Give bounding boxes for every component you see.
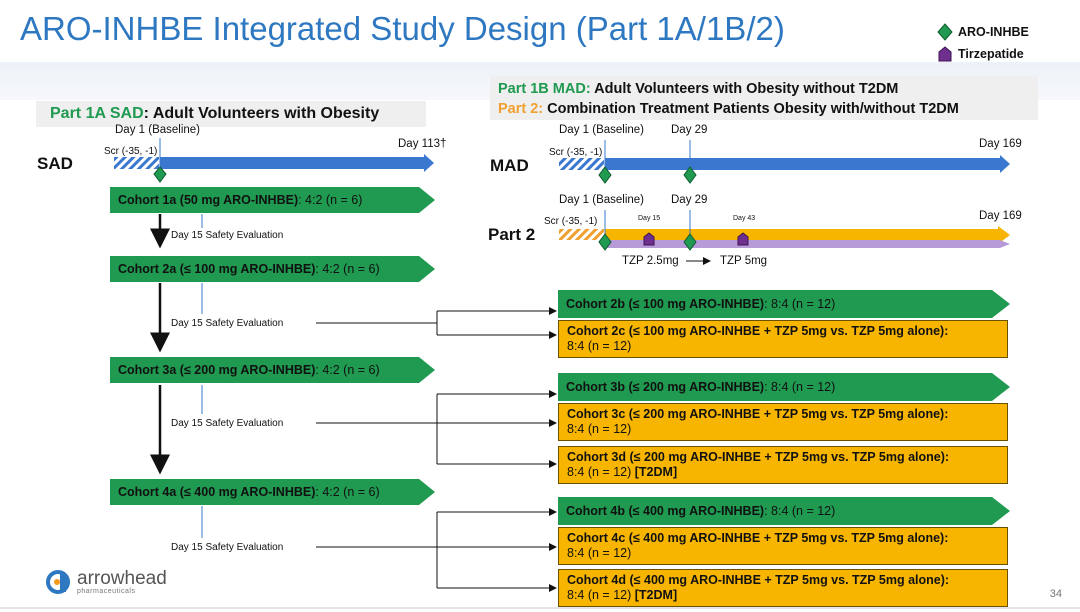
part2-dose-diamond-day29	[683, 233, 697, 251]
part1b-header: Part 1B MAD: Adult Volunteers with Obesi…	[490, 76, 1038, 120]
part2-header-prefix: Part 2:	[498, 101, 544, 117]
arrowhead-logo: arrowhead pharmaceuticals	[46, 569, 167, 595]
sad-arm-label: SAD	[37, 154, 73, 173]
cohort-2a: Cohort 2a (≤ 100 mg ARO-INHBE): 4:2 (n =…	[110, 256, 435, 282]
part2-day1-label: Day 1 (Baseline)	[559, 194, 645, 206]
sad-day1-label: Day 1 (Baseline)	[115, 124, 201, 136]
part2-day43-label: Day 43	[733, 215, 756, 222]
safety-eval-2: Day 15 Safety Evaluation	[171, 318, 284, 329]
legend-label-tirzepatide: Tirzepatide	[958, 47, 1024, 61]
mad-timeline-bar	[605, 155, 1010, 173]
part2-timeline-bar-orange	[605, 226, 1010, 244]
tzp-maintenance-dose-label: TZP 5mg	[720, 255, 768, 267]
mad-day169-label: Day 169	[979, 138, 1022, 150]
part2-day169-label: Day 169	[979, 210, 1022, 222]
part2-timeline-bar-purple	[605, 240, 1010, 248]
sad-day-end-label: Day 113†	[398, 138, 447, 150]
part2-tzp-marker-day43	[737, 232, 749, 246]
slide-title: ARO-INHBE Integrated Study Design (Part …	[20, 10, 785, 47]
part2-day15-label: Day 15	[638, 215, 661, 222]
page-number: 34	[1049, 588, 1062, 600]
sad-timeline-bar	[160, 154, 434, 172]
part2-day29-label: Day 29	[671, 194, 708, 206]
part1b-header-prefix: Part 1B MAD:	[498, 81, 591, 97]
mad-day29-label: Day 29	[671, 124, 708, 136]
mad-dose-diamond-day29	[683, 166, 697, 184]
logo-sub: pharmaceuticals	[77, 588, 136, 595]
part1a-header-rest: : Adult Volunteers with Obesity	[143, 105, 380, 122]
mad-arm-label: MAD	[490, 156, 529, 175]
part2-tzp-marker-day15	[643, 232, 655, 246]
green-diamond-icon	[937, 23, 953, 41]
sad-dose-diamond	[153, 166, 167, 183]
mad-day1-label: Day 1 (Baseline)	[559, 124, 645, 136]
arrowhead-logo-icon	[46, 570, 70, 594]
part1a-header: Part 1A SAD: Adult Volunteers with Obesi…	[36, 101, 426, 127]
cohort-1a: Cohort 1a (50 mg ARO-INHBE): 4:2 (n = 6)	[110, 187, 435, 213]
mad-screening-label: Scr (-35, -1)	[549, 147, 603, 158]
sad-screening-label: Scr (-35, -1)	[104, 146, 158, 157]
legend: ARO-INHBE Tirzepatide	[937, 22, 1029, 64]
part1b-header-rest: Adult Volunteers with Obesity without T2…	[590, 81, 899, 97]
cohort-3d: Cohort 3d (≤ 200 mg ARO-INHBE + TZP 5mg …	[558, 446, 1008, 484]
safety-eval-3: Day 15 Safety Evaluation	[171, 418, 284, 429]
part2-screening-label: Scr (-35, -1)	[544, 216, 598, 227]
part2-header-rest: Combination Treatment Patients Obesity w…	[543, 101, 959, 117]
part2-arm-label: Part 2	[488, 225, 536, 244]
cohort-4d: Cohort 4d (≤ 400 mg ARO-INHBE + TZP 5mg …	[558, 569, 1008, 607]
part1a-header-prefix: Part 1A SAD	[50, 105, 144, 122]
mad-dose-diamond-day1	[598, 166, 612, 184]
mad-screening-bar	[559, 158, 604, 170]
logo-name: arrowhead	[77, 568, 167, 589]
safety-eval-4: Day 15 Safety Evaluation	[171, 542, 284, 553]
cohort-2c: Cohort 2c (≤ 100 mg ARO-INHBE + TZP 5mg …	[558, 320, 1008, 358]
cohort-2b: Cohort 2b (≤ 100 mg ARO-INHBE): 8:4 (n =…	[558, 290, 1010, 318]
cohort-3a: Cohort 3a (≤ 200 mg ARO-INHBE): 4:2 (n =…	[110, 357, 435, 383]
safety-eval-1: Day 15 Safety Evaluation	[171, 230, 284, 241]
purple-house-icon	[938, 46, 952, 62]
legend-label-aro-inhbe: ARO-INHBE	[958, 25, 1029, 39]
cohort-4b: Cohort 4b (≤ 400 mg ARO-INHBE): 8:4 (n =…	[558, 497, 1010, 525]
tzp-start-dose-label: TZP 2.5mg	[622, 255, 679, 267]
sad-screening-bar	[114, 157, 159, 169]
cohort-4c: Cohort 4c (≤ 400 mg ARO-INHBE + TZP 5mg …	[558, 527, 1008, 565]
part2-dose-diamond-day1	[598, 233, 612, 251]
cohort-3c: Cohort 3c (≤ 200 mg ARO-INHBE + TZP 5mg …	[558, 403, 1008, 441]
cohort-4a: Cohort 4a (≤ 400 mg ARO-INHBE): 4:2 (n =…	[110, 479, 435, 505]
part2-screening-bar	[559, 229, 604, 240]
cohort-3b: Cohort 3b (≤ 200 mg ARO-INHBE): 8:4 (n =…	[558, 373, 1010, 401]
